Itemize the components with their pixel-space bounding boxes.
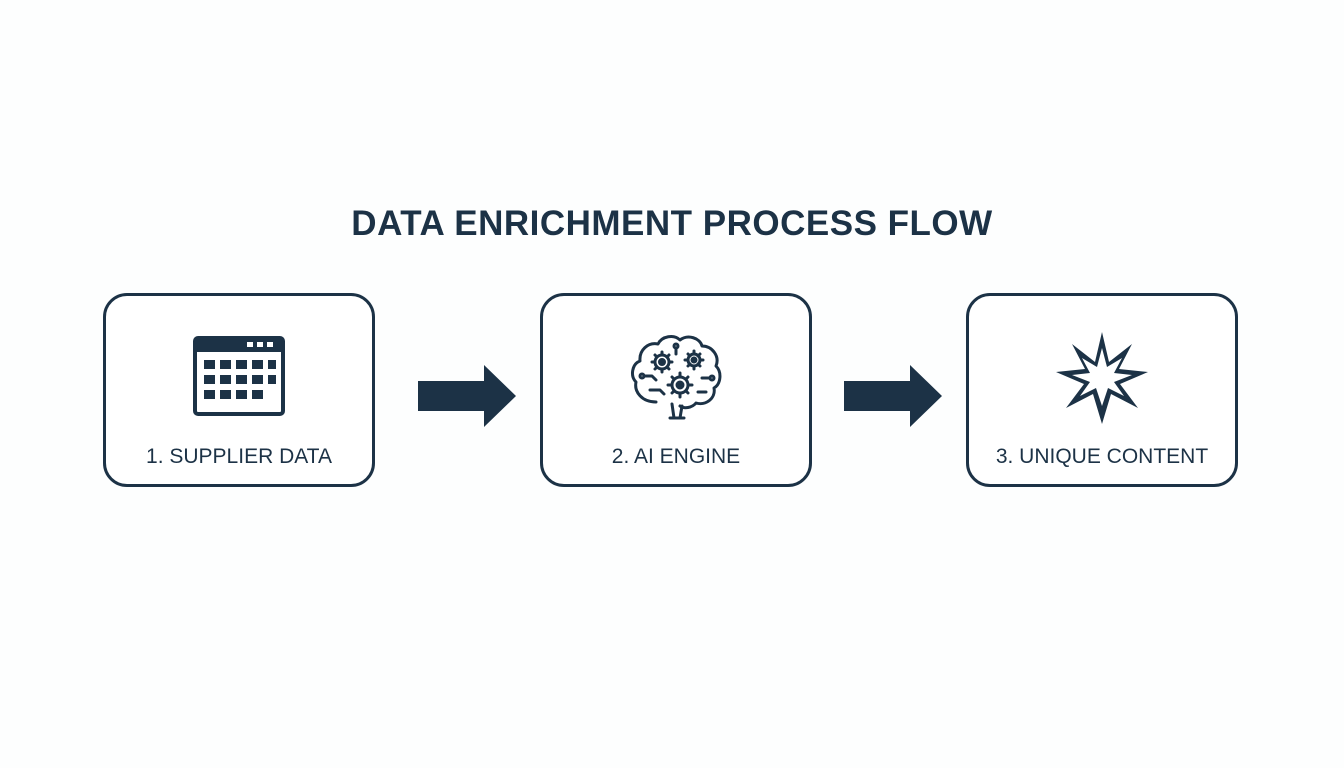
step-ai-engine: 2. AI ENGINE [540,293,812,487]
brain-gears-icon [626,330,726,426]
spreadsheet-icon [189,330,289,426]
starburst-icon [1052,330,1152,426]
arrow-right-icon [418,365,516,427]
step-unique-content: 3. UNIQUE CONTENT [966,293,1238,487]
step-label: 1. SUPPLIER DATA [146,445,332,468]
diagram-title: DATA ENRICHMENT PROCESS FLOW [351,204,993,243]
step-supplier-data: 1. SUPPLIER DATA [103,293,375,487]
arrow-right-icon [844,365,942,427]
step-label: 3. UNIQUE CONTENT [995,445,1209,468]
step-label: 2. AI ENGINE [611,445,741,468]
